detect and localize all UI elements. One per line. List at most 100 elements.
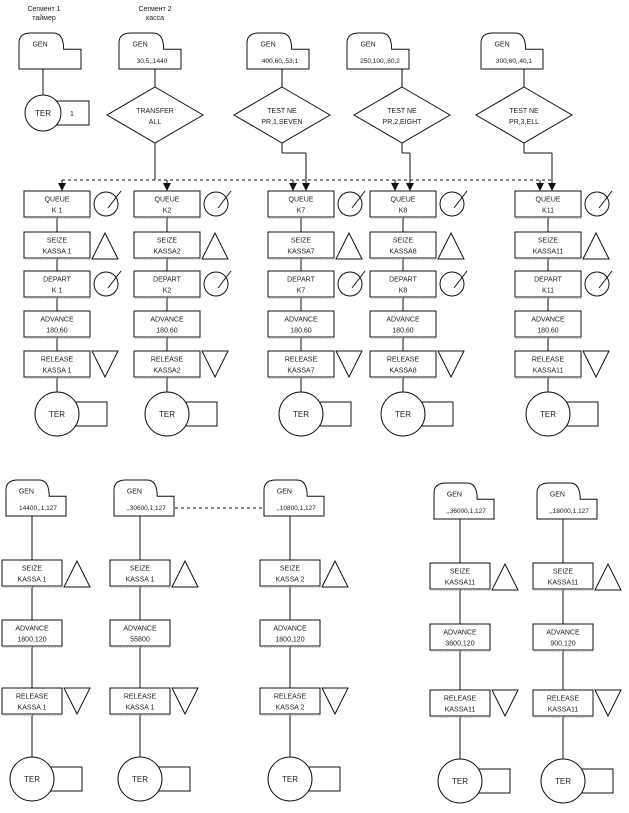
release-block-1 (23, 350, 91, 378)
seize-block-1-label: SEIZE (47, 237, 68, 244)
depart-icon-5 (584, 271, 610, 297)
seize-block-4-operand: KASSA8 (389, 248, 416, 255)
lower-terminate-block-3-label: TER (282, 775, 298, 784)
advance-block-5-operand: 180,60 (537, 327, 559, 334)
lower-seize-icon-2 (171, 559, 199, 588)
queue-block-3 (267, 190, 335, 218)
depart-icon-4 (439, 271, 465, 297)
generate-block-4 (346, 32, 410, 70)
depart-block-5-label: DEPART (534, 276, 562, 283)
queue-block-2-operand: K2 (163, 207, 172, 214)
generate-block-3-label: GEN (260, 42, 275, 49)
lower-seize-block-3-label: SEIZE (280, 565, 301, 572)
lower-advance-block-5 (532, 623, 594, 651)
lower-advance-block-5-operand: 900,120 (550, 640, 575, 647)
lower-release-block-2 (109, 687, 171, 715)
lower-seize-block-5-label: SEIZE (553, 568, 574, 575)
decision-block-1-label: TRANSFER (136, 108, 174, 115)
caption-cashier: касса (146, 15, 164, 22)
advance-block-3-operand: 180,60 (290, 327, 312, 334)
depart-block-1-operand: K 1 (52, 287, 63, 294)
lower-release-icon-4 (491, 689, 519, 718)
release-block-1-operand: KASSA 1 (43, 367, 72, 374)
lower-seize-block-2 (109, 559, 171, 587)
lower-generate-block-5-params: ,,18000,1,127 (549, 508, 589, 515)
queue-icon-4-slash (453, 190, 468, 209)
release-block-5 (514, 350, 582, 378)
advance-block-1-label: ADVANCE (40, 316, 74, 323)
terminate-block-3 (278, 391, 324, 437)
lower-seize-block-5-operand: KASSA11 (548, 579, 579, 586)
seize-block-3 (267, 231, 335, 259)
seize-block-3-label: SEIZE (291, 237, 312, 244)
decision-block-4 (475, 86, 573, 144)
lower-release-icon-1 (63, 687, 91, 716)
lower-release-icon-3 (321, 687, 349, 716)
terminate-block-5 (525, 391, 571, 437)
queue-block-5 (514, 190, 582, 218)
release-facility-icon-4 (437, 350, 465, 379)
release-block-2 (133, 350, 201, 378)
decision-block-2-label: TEST NE (267, 108, 297, 115)
depart-block-5-operand: K11 (542, 287, 554, 294)
advance-block-3 (267, 310, 335, 338)
generate-block-2 (118, 32, 182, 70)
lower-generate-block-1 (5, 479, 67, 517)
lower-generate-block-4-label: GEN (447, 492, 462, 499)
queue-block-4-operand: K8 (399, 207, 408, 214)
lower-advance-block-5-label: ADVANCE (546, 629, 580, 636)
advance-block-2-operand: 180,60 (156, 327, 178, 334)
lower-seize-block-1 (1, 559, 63, 587)
queue-block-3-operand: K7 (297, 207, 306, 214)
seize-block-5 (514, 231, 582, 259)
release-block-1-label: RELEASE (41, 356, 74, 363)
seize-block-5-label: SEIZE (538, 237, 559, 244)
generate-block-4-label: GEN (360, 42, 375, 49)
advance-block-1 (23, 310, 91, 338)
release-facility-icon-2 (201, 350, 229, 379)
lower-advance-block-1 (1, 619, 63, 647)
lower-release-block-4-label: RELEASE (444, 695, 477, 702)
lower-generate-block-2-params: ,,30600,1,127 (126, 505, 166, 512)
advance-block-5-label: ADVANCE (531, 316, 565, 323)
lower-seize-block-4 (429, 562, 491, 590)
lower-release-icon-2 (171, 687, 199, 716)
lower-advance-block-2 (109, 619, 171, 647)
decision-block-2 (233, 86, 331, 144)
seize-block-1-operand: KASSA 1 (43, 248, 72, 255)
lower-advance-block-2-label: ADVANCE (123, 625, 157, 632)
terminate-timer (24, 94, 62, 132)
depart-block-5 (514, 270, 582, 298)
lower-seize-icon-5 (594, 562, 622, 591)
queue-icon-4 (439, 191, 465, 217)
decision-block-4-operand: PR,3,ELL (509, 119, 539, 126)
lower-seize-block-3 (259, 559, 321, 587)
seize-block-4 (369, 231, 437, 259)
depart-block-2-operand: K2 (163, 287, 172, 294)
seize-block-2-operand: KASSA2 (153, 248, 180, 255)
depart-icon-1 (93, 271, 119, 297)
depart-block-2-label: DEPART (153, 276, 181, 283)
depart-block-4-label: DEPART (389, 276, 417, 283)
seize-block-2 (133, 231, 201, 259)
lower-generate-block-5-label: GEN (550, 492, 565, 499)
queue-block-4-label: QUEUE (391, 196, 416, 203)
lower-advance-block-1-label: ADVANCE (15, 625, 49, 632)
lower-seize-icon-4 (491, 562, 519, 591)
advance-block-5 (514, 310, 582, 338)
queue-icon-3 (337, 191, 363, 217)
lower-release-block-3-label: RELEASE (274, 693, 307, 700)
queue-block-5-operand: K11 (542, 207, 554, 214)
decision-block-3-operand: PR,2,EIGHT (383, 119, 423, 126)
lower-terminate-block-2-label: TER (132, 775, 148, 784)
lower-terminate-block-2 (117, 756, 163, 802)
lower-release-block-1-label: RELEASE (16, 693, 49, 700)
lower-advance-block-1-operand: 1800,120 (17, 636, 46, 643)
release-facility-icon-3 (335, 350, 363, 379)
lower-release-block-5 (532, 689, 594, 717)
advance-block-4 (369, 310, 437, 338)
generate-block-5 (480, 32, 544, 70)
lower-advance-block-3 (259, 619, 321, 647)
generate-block-4-params: 250,100,,60,2 (360, 58, 400, 65)
lower-release-block-2-label: RELEASE (124, 693, 157, 700)
